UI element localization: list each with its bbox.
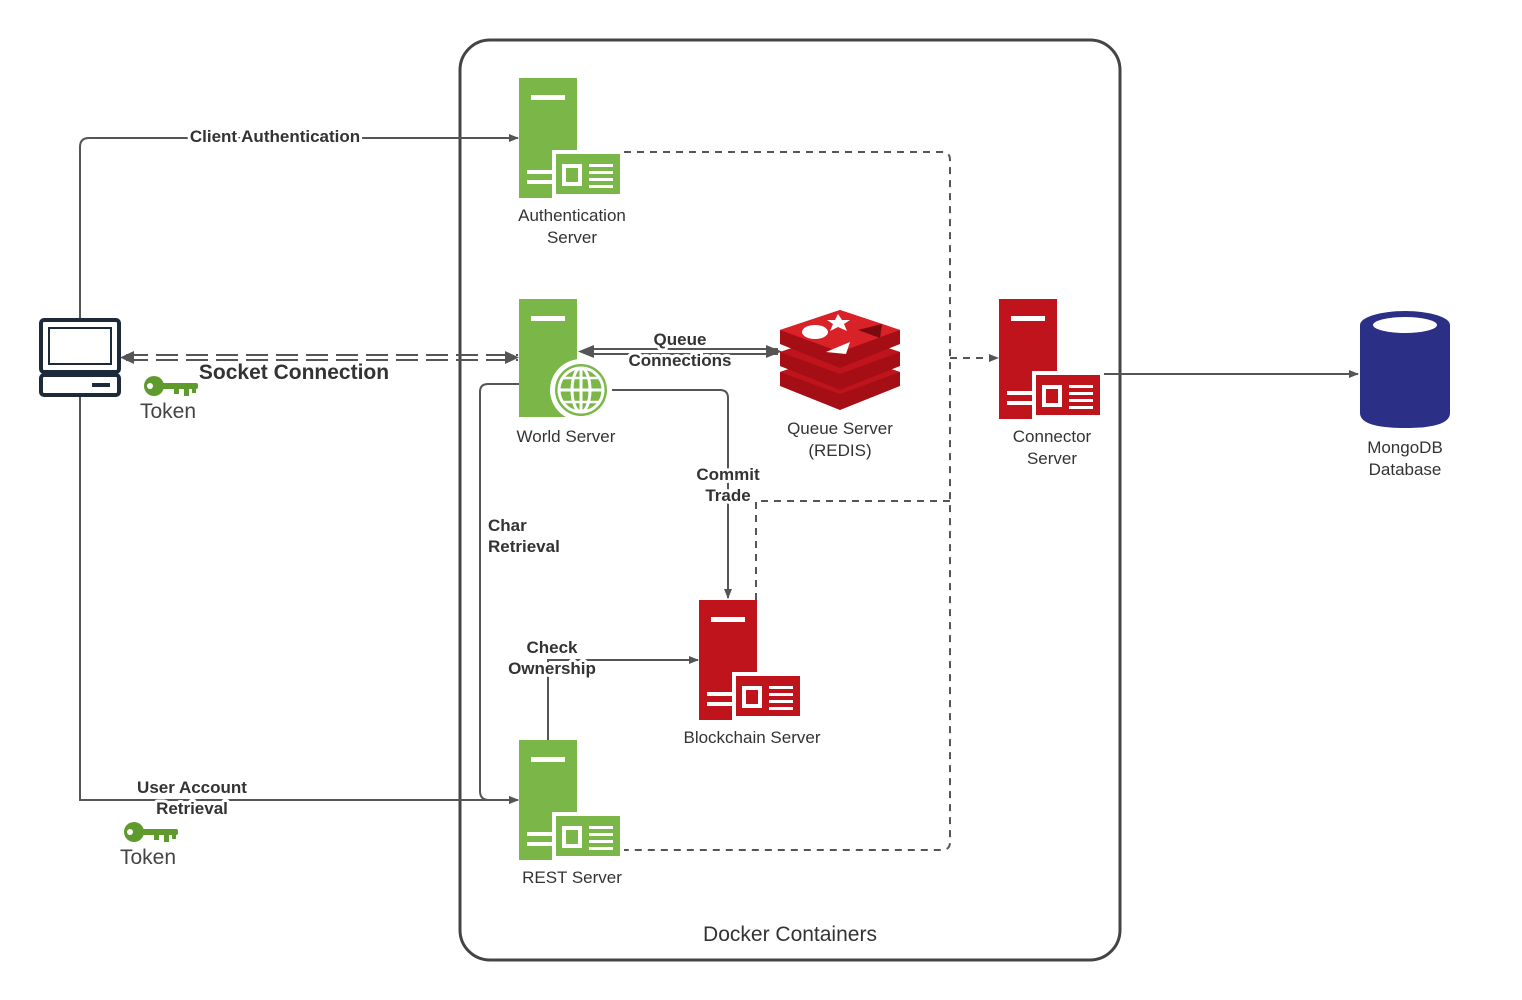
server-icon [519,740,624,860]
queue-server-label-1: Queue Server [787,419,893,438]
database-icon [1360,311,1450,428]
edge-check-ownership [547,656,699,740]
label-user-account-retrieval-2: Retrieval [156,799,228,818]
edge-commit-trade [608,389,732,599]
label-queue-connections-2: Connections [629,351,732,370]
queue-server: Queue Server (REDIS) [780,310,900,460]
label-user-account-retrieval-1: User Account [137,778,247,797]
world-server-label: World Server [517,427,616,446]
edge-socket-connection [120,351,519,364]
server-icon [999,299,1104,419]
authentication-server: Authentication Server [518,78,626,247]
edge-queue-connections [578,345,782,358]
edge-client-authentication [79,134,519,320]
server-icon [699,600,804,720]
label-client-authentication: Client Authentication [190,127,360,146]
rest-server-label: REST Server [522,868,622,887]
mongodb-label-1: MongoDB [1367,438,1443,457]
connector-server-label-2: Server [1027,449,1077,468]
authentication-server-label-1: Authentication [518,206,626,225]
redis-icon [780,310,900,410]
label-rest-token: Token [120,846,176,869]
key-icon [124,822,178,842]
label-char-retrieval-1: Char [488,516,527,535]
label-socket-token: Token [140,400,196,423]
mongodb-label-2: Database [1369,460,1442,479]
label-socket-connection: Socket Connection [199,361,389,384]
key-icon [144,376,198,396]
blockchain-server-label: Blockchain Server [683,728,820,747]
connector-server-label-1: Connector [1013,427,1092,446]
blockchain-server: Blockchain Server [683,600,821,747]
queue-server-label-2: (REDIS) [808,441,871,460]
connector-server: Connector Server [999,299,1104,468]
client-laptop [39,318,121,397]
edge-user-account-retrieval [79,396,519,804]
docker-container-label: Docker Containers [703,923,877,946]
label-check-ownership-2: Ownership [508,659,596,678]
docker-container [458,38,1122,962]
server-icon [519,78,624,198]
mongodb-database: MongoDB Database [1360,311,1450,479]
world-server: World Server [517,299,616,446]
label-queue-connections-1: Queue [654,330,707,349]
globe-icon [550,359,612,421]
label-check-ownership-1: Check [526,638,578,657]
laptop-icon [39,318,121,397]
edge-char-retrieval [479,383,519,804]
rest-server: REST Server [519,740,624,887]
authentication-server-label-2: Server [547,228,597,247]
label-commit-trade-2: Trade [705,486,750,505]
edge-dashed-connector-bus [624,151,999,851]
label-char-retrieval-2: Retrieval [488,537,560,556]
label-commit-trade-1: Commit [696,465,760,484]
